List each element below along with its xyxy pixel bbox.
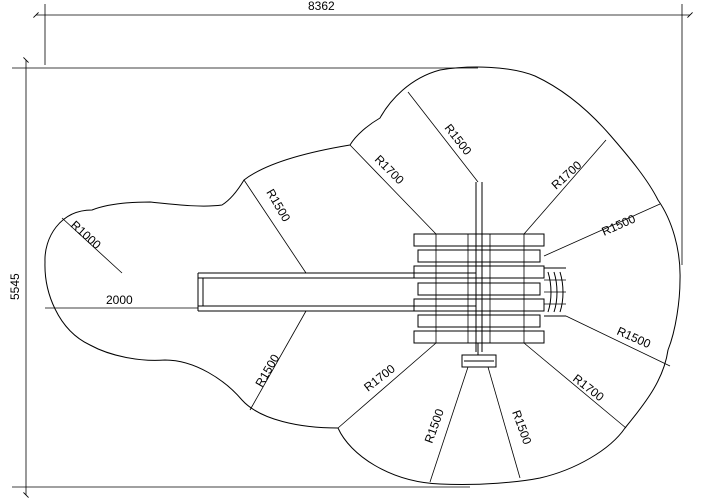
radius-label-upper-right: R1700 [549,158,585,192]
radius-label-upper-mid: R1700 [372,152,407,187]
slide-length-dimension: 2000 [45,293,198,309]
radius-label-lower-right-mid: R1500 [509,408,534,446]
ladder [544,267,566,317]
width-dimension: 8362 [33,0,693,265]
radius-label-left-end: R1000 [68,218,104,252]
width-label: 8362 [308,0,335,13]
radius-leaders [61,91,671,483]
radius-label-right-upper: R1500 [600,211,638,238]
radius-label-right-lower: R1500 [615,324,653,351]
radius-label-lower-right: R1700 [570,371,607,404]
safety-zone-outline [44,66,681,486]
center-post [475,182,483,352]
bench-stack [413,233,545,344]
height-label: 5545 [8,273,22,300]
bottom-step [461,343,497,368]
radius-label-lower-left-mid: R1500 [422,407,447,445]
radius-label-lower-left: R1500 [252,352,282,390]
slide-length-label: 2000 [106,293,133,307]
slide-chute [197,272,476,312]
radius-label-lower-mid: R1700 [361,361,398,394]
radius-label-upper-top: R1500 [442,121,475,158]
radius-label-upper-left: R1500 [263,187,293,225]
height-dimension: 5545 [8,57,478,498]
